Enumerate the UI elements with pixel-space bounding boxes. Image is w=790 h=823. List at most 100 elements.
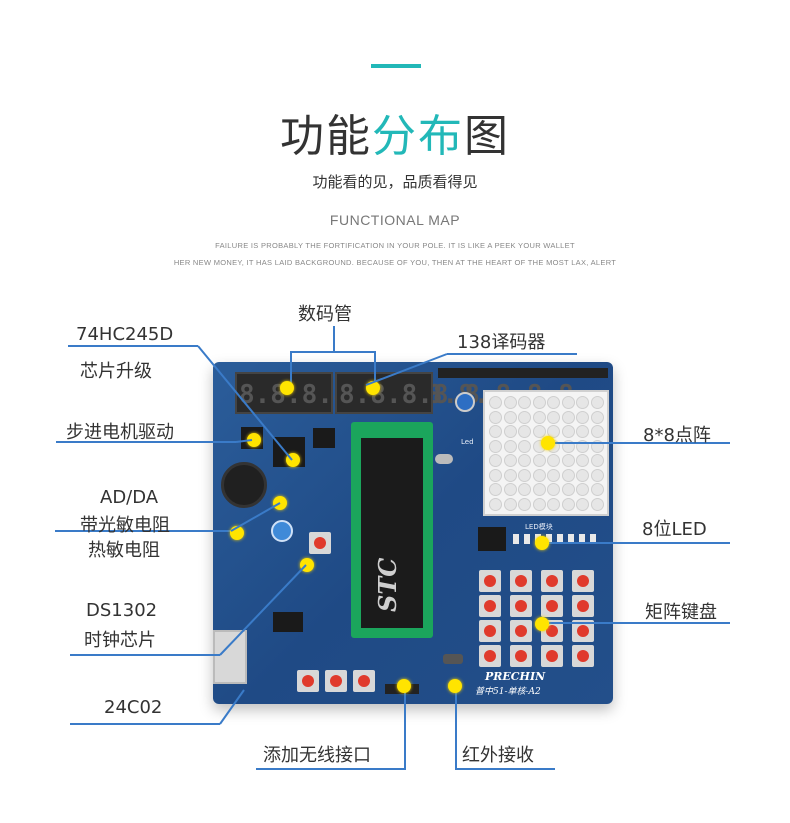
label-adda-line3: 热敏电阻 <box>88 540 160 561</box>
label-ds1302-line2: 时钟芯片 <box>84 630 156 651</box>
status-led <box>546 534 552 544</box>
marker-adda-1 <box>273 496 287 510</box>
matrix-led <box>576 410 589 424</box>
accent-bar <box>371 64 421 68</box>
marker-segment-left <box>280 381 294 395</box>
marker-led8 <box>535 536 549 550</box>
leader-segment-stem <box>333 326 335 352</box>
leader-adda-h <box>55 530 231 532</box>
status-led <box>557 534 563 544</box>
marker-ds1302 <box>300 558 314 572</box>
matrix-led <box>590 410 604 424</box>
label-keypad: 矩阵键盘 <box>645 602 717 623</box>
leader-eeprom-h <box>70 723 220 725</box>
label-stepper: 步进电机驱动 <box>66 422 174 443</box>
matrix-led <box>518 396 531 409</box>
marker-adda-2 <box>230 526 244 540</box>
chip-ds1302 <box>273 612 303 632</box>
keypad-key <box>572 570 594 592</box>
leader-hc245-h <box>68 345 198 347</box>
marker-segment-right <box>366 381 380 395</box>
matrix-led <box>503 425 517 438</box>
label-led8: 8位LED <box>642 519 707 540</box>
matrix-led <box>518 454 531 467</box>
matrix-led <box>547 468 560 482</box>
keypad-key <box>572 645 594 667</box>
matrix-led <box>518 425 531 438</box>
marker-wireless <box>397 679 411 693</box>
buzzer-component <box>221 462 267 508</box>
label-decoder-138: 138译码器 <box>457 332 546 353</box>
matrix-led <box>532 410 546 424</box>
matrix-led <box>590 454 604 467</box>
independent-key-1 <box>297 670 319 692</box>
model-text: 普中51-单核-A2 <box>475 687 541 697</box>
matrix-led <box>503 396 517 409</box>
matrix-led <box>590 468 604 482</box>
usb-port <box>213 630 247 684</box>
matrix-led <box>532 497 546 511</box>
dev-board: 8.8.8.8.8.8.8.8. 8.8.8.8.8.8.8.8. STC Le… <box>213 362 613 704</box>
title-part-1: 功能 <box>280 111 372 162</box>
matrix-led <box>518 483 531 496</box>
leader-138-h <box>447 353 577 355</box>
marker-keypad <box>535 617 549 631</box>
keypad-key <box>479 620 501 642</box>
keypad-key <box>479 595 501 617</box>
matrix-led <box>590 396 604 409</box>
leader-segment-bracket <box>290 351 376 353</box>
marker-hc245 <box>286 453 300 467</box>
leader-wireless-v <box>404 692 406 770</box>
label-eeprom: 24C02 <box>104 697 163 718</box>
matrix-led <box>561 483 575 496</box>
matrix-led <box>547 497 560 511</box>
status-led <box>568 534 574 544</box>
english-title: FUNCTIONAL MAP <box>329 212 461 228</box>
matrix-led <box>576 497 589 511</box>
matrix-led <box>532 425 546 438</box>
keypad-key <box>479 645 501 667</box>
matrix-led <box>576 425 589 438</box>
label-hc245-line1: 74HC245D <box>76 324 174 345</box>
matrix-led <box>576 454 589 467</box>
matrix-led <box>561 410 575 424</box>
matrix-led <box>561 396 575 409</box>
ir-receiver <box>443 654 463 664</box>
matrix-led <box>532 468 546 482</box>
page-subtitle: 功能看的见，品质看得见 <box>312 173 478 191</box>
label-matrix: 8*8点阵 <box>643 425 711 446</box>
capacitor <box>455 392 475 412</box>
label-infrared: 红外接收 <box>462 745 534 766</box>
keypad-key <box>510 595 532 617</box>
matrix-led <box>518 497 531 511</box>
english-tagline-2: HER NEW MONEY, IT HAS LAID BACKGROUND. B… <box>173 258 617 267</box>
seven-segment-display-right: 8.8.8.8.8.8.8.8. <box>335 372 589 414</box>
matrix-led <box>561 425 575 438</box>
matrix-led <box>489 425 502 438</box>
keypad-key <box>541 645 563 667</box>
matrix-led <box>590 483 604 496</box>
brand-text: PRECHIN <box>485 670 546 683</box>
label-ds1302-line1: DS1302 <box>86 600 158 621</box>
matrix-led <box>547 410 560 424</box>
status-led <box>524 534 530 544</box>
label-seven-segment: 数码管 <box>298 304 352 325</box>
leader-infrared-v <box>455 692 457 770</box>
leader-stepper-h <box>56 441 236 443</box>
matrix-led <box>547 483 560 496</box>
matrix-led <box>518 468 531 482</box>
led-module-silk: LED模块 <box>525 523 553 531</box>
top-pin-header <box>438 368 608 378</box>
matrix-led <box>547 396 560 409</box>
matrix-led <box>590 425 604 438</box>
led-silk-label: Led <box>461 438 474 446</box>
english-tagline-1: FAILURE IS PROBABLY THE FORTIFICATION IN… <box>215 241 575 250</box>
reset-button <box>309 532 331 554</box>
led-matrix-8x8 <box>483 390 609 516</box>
matrix-led <box>561 468 575 482</box>
stc-logo-text: STC <box>373 557 402 612</box>
leader-ds1302-h <box>70 654 220 656</box>
matrix-led <box>532 454 546 467</box>
label-wireless: 添加无线接口 <box>263 745 371 766</box>
keypad-key <box>541 570 563 592</box>
